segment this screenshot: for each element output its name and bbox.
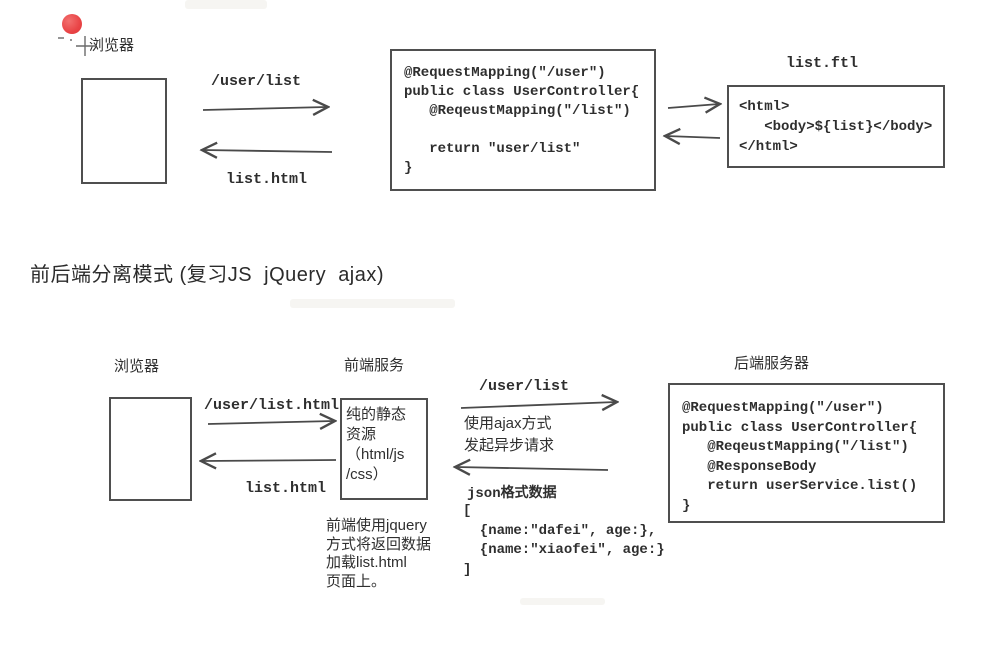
template-code: <html> <body>${list}</body> </html>: [739, 99, 933, 155]
top-controller-code: @RequestMapping("/user") public class Us…: [404, 65, 640, 176]
arrow-ajax-request: [460, 402, 616, 408]
top-request-label: /user/list: [211, 73, 302, 90]
red-laser-dot: [62, 14, 82, 34]
arrow-top-request: [202, 107, 327, 110]
frontend-service-box: 纯的静态 资源 （html/js /css）: [340, 398, 428, 500]
top-response-label: list.html: [226, 171, 308, 188]
top-controller-box: @RequestMapping("/user") public class Us…: [390, 49, 656, 191]
jquery-note-text: 前端使用jquery 方式将返回数据 加载list.html 页面上。: [326, 517, 432, 590]
arrow-json-response: [456, 467, 609, 470]
arrow-top-response: [203, 150, 333, 152]
bottom-response-label: list.html: [245, 480, 327, 497]
smudge-mark: [520, 598, 605, 605]
arrow-bottom-request: [207, 421, 334, 424]
top-browser-box: [81, 78, 167, 184]
bottom-browser-box: [109, 397, 192, 501]
backend-server-label: 后端服务器: [734, 355, 810, 372]
arrow-bottom-response: [202, 460, 337, 461]
bottom-request-label: /user/list.html: [204, 397, 340, 414]
template-file-title: list.ftl: [786, 55, 859, 72]
template-box: <html> <body>${list}</body> </html>: [727, 85, 945, 168]
frontend-service-label: 前端服务: [344, 357, 405, 374]
ajax-desc-line2: 发起异步请求: [464, 437, 555, 454]
smudge-mark: [185, 0, 267, 9]
backend-server-box: @RequestMapping("/user") public class Us…: [668, 383, 945, 523]
ajax-request-label: /user/list: [479, 378, 570, 395]
arrow-controller-to-template: [667, 104, 719, 108]
section-title: 前后端分离模式 (复习JS jQuery ajax): [30, 264, 385, 286]
smudge-mark: [290, 299, 455, 308]
ajax-desc-line1: 使用ajax方式: [464, 415, 552, 432]
json-data-label: json格式数据: [467, 486, 557, 502]
json-data-block: [ {name:"dafei", age:}, {name:"xiaofei",…: [463, 503, 665, 578]
arrow-template-to-controller: [666, 136, 721, 138]
frontend-box-text: 纯的静态 资源 （html/js /css）: [346, 406, 407, 483]
backend-code: @RequestMapping("/user") public class Us…: [682, 400, 918, 514]
bottom-browser-label: 浏览器: [114, 358, 160, 375]
top-browser-label: 浏览器: [89, 37, 135, 54]
